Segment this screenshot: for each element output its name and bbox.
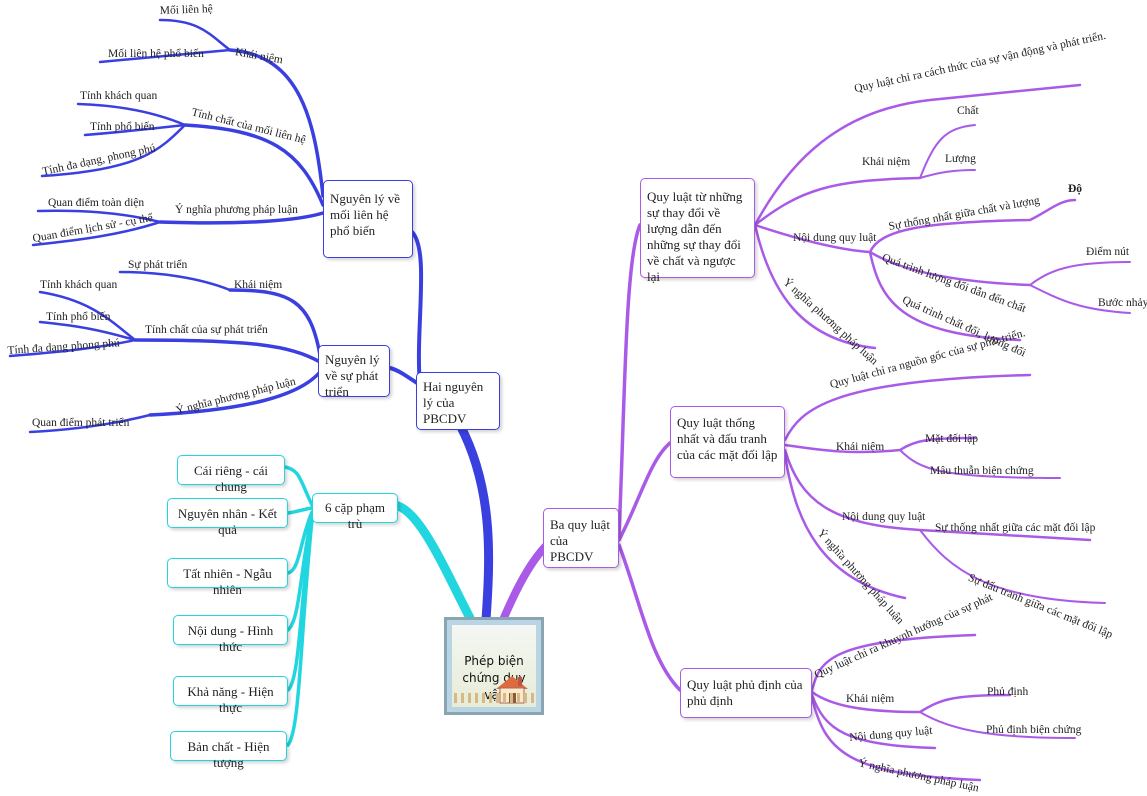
label-do: Độ bbox=[1068, 183, 1083, 195]
node-nguyen-ly-lien-he[interactable]: Nguyên lý về mối liên hệ phổ biến bbox=[323, 180, 413, 258]
central-topic[interactable]: Phép biện chứng duy vật bbox=[444, 617, 544, 715]
node-hai-nguyen-ly[interactable]: Hai nguyên lý của PBCDV bbox=[416, 372, 500, 430]
node-quy-luat-mat-doi-lap[interactable]: Quy luật thống nhất và đấu tranh của các… bbox=[670, 406, 785, 478]
label-su-thong-nhat-mat-doi-lap: Sự thống nhất giữa các mặt đối lập bbox=[935, 522, 1096, 534]
node-quy-luat-phu-dinh[interactable]: Quy luật phủ định của phủ định bbox=[680, 668, 812, 718]
label-noi-dung-luong-chat: Nội dung quy luật bbox=[793, 232, 877, 244]
node-noi-dung-hinh-thuc[interactable]: Nội dung - Hình thức bbox=[173, 615, 288, 654]
trunk-blue bbox=[455, 420, 494, 625]
node-ban-chat-hien-tuong[interactable]: Bản chất - Hiện tượng bbox=[170, 731, 287, 770]
label-quan-diem-toan-dien: Quan điểm toàn diện bbox=[48, 197, 145, 209]
label-tinh-pho-bien-1: Tính phổ biến bbox=[90, 121, 155, 133]
label-su-phat-trien: Sự phát triển bbox=[128, 259, 188, 271]
label-tinh-khach-quan-2: Tính khách quan bbox=[40, 279, 118, 291]
node-nguyen-ly-phat-trien[interactable]: Nguyên lý về sự phát triển bbox=[318, 345, 390, 399]
node-nguyen-nhan-ket-qua[interactable]: Nguyên nhân - Kết quả bbox=[167, 498, 288, 537]
label-tinh-chat-phat-trien: Tính chất của sự phát triển bbox=[145, 324, 268, 336]
label-phu-dinh-bien-chung: Phủ định biện chứng bbox=[986, 724, 1082, 736]
label-khai-niem-mat-doi-lap: Khái niệm bbox=[836, 441, 885, 453]
label-phu-dinh: Phủ định bbox=[987, 686, 1029, 698]
node-tat-nhien-ngau-nhien[interactable]: Tất nhiên - Ngẫu nhiên bbox=[167, 558, 288, 597]
node-cai-rieng-cai-chung[interactable]: Cái riêng - cái chung bbox=[177, 455, 285, 494]
label-khai-niem-phat-trien: Khái niệm bbox=[234, 279, 283, 291]
fence-decoration bbox=[454, 693, 534, 703]
label-buoc-nhay: Bước nhảy bbox=[1098, 297, 1147, 309]
node-ba-quy-luat[interactable]: Ba quy luật của PBCDV bbox=[543, 508, 619, 568]
label-diem-nut: Điểm nút bbox=[1086, 246, 1130, 258]
label-khai-niem-luong-chat: Khái niệm bbox=[862, 156, 911, 168]
label-y-nghia-lien-he: Ý nghĩa phương pháp luận bbox=[175, 204, 298, 216]
label-tinh-pho-bien-2: Tính phổ biến bbox=[46, 311, 111, 323]
label-tinh-khach-quan-1: Tính khách quan bbox=[80, 90, 158, 102]
label-chat: Chất bbox=[957, 105, 979, 117]
node-kha-nang-hien-thuc[interactable]: Khả năng - Hiện thực bbox=[173, 676, 288, 715]
trunk-cyan bbox=[390, 500, 475, 623]
label-mat-doi-lap: Mặt đối lập bbox=[925, 433, 979, 445]
label-mau-thuan-bien-chung: Mâu thuẫn biện chứng bbox=[930, 465, 1034, 477]
label-khai-niem-phu-dinh: Khái niệm bbox=[846, 693, 895, 705]
node-quy-luat-luong-chat[interactable]: Quy luật từ những sự thay đổi về lượng d… bbox=[640, 178, 755, 284]
central-topic-frame: Phép biện chứng duy vật bbox=[452, 625, 536, 707]
label-moi-lien-he-pho-bien: Mối liên hệ phổ biến bbox=[108, 48, 204, 60]
label-quan-diem-phat-trien: Quan điểm phát triển bbox=[32, 417, 130, 429]
label-noi-dung-mat-doi-lap: Nội dung quy luật bbox=[842, 511, 926, 523]
node-6-cap-pham-tru[interactable]: 6 cặp phạm trù bbox=[312, 493, 398, 531]
label-moi-lien-he: Mối liên hệ bbox=[159, 3, 213, 18]
label-luong: Lượng bbox=[945, 153, 976, 165]
